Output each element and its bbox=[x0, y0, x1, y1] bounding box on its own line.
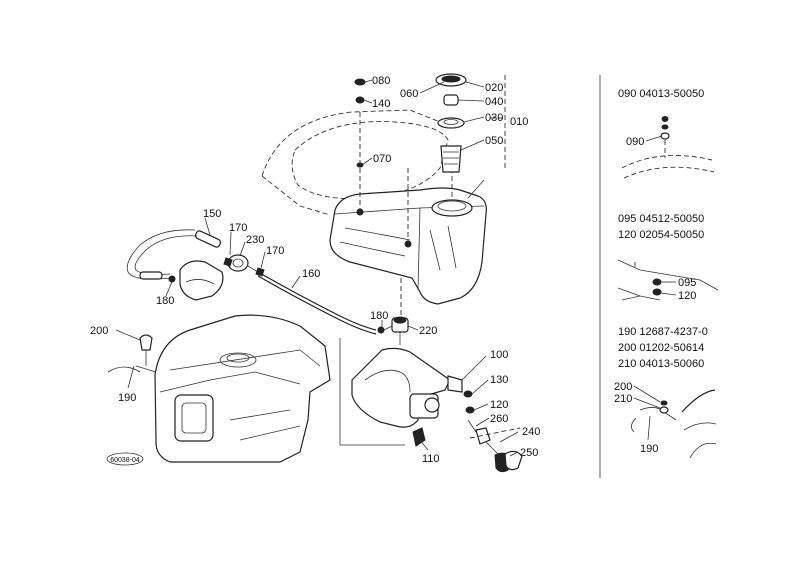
leader-lines bbox=[115, 79, 677, 457]
fuel-line-drawing bbox=[126, 229, 393, 335]
callout-250: 250 bbox=[520, 447, 538, 459]
detail-sketch-095 bbox=[617, 259, 719, 301]
side-line-095: 095 04512-50050 bbox=[618, 213, 704, 225]
side-line-200: 200 01202-50614 bbox=[618, 342, 704, 354]
callout-180-b: 180 bbox=[370, 310, 388, 322]
callout-220: 220 bbox=[419, 325, 437, 337]
callout-labels: 080 140 060 020 040 030 010 050 070 150 … bbox=[90, 75, 540, 465]
callout-020: 020 bbox=[485, 82, 503, 94]
side-line-090: 090 04013-50050 bbox=[618, 88, 704, 100]
side-line-120: 120 02054-50050 bbox=[618, 229, 704, 241]
callout-040: 040 bbox=[485, 96, 503, 108]
callout-010: 010 bbox=[510, 116, 528, 128]
bracket-drawing bbox=[339, 316, 523, 473]
side-callout-095: 095 bbox=[678, 277, 696, 289]
callout-120: 120 bbox=[490, 399, 508, 411]
side-callout-190: 190 bbox=[640, 443, 658, 455]
callout-260: 260 bbox=[490, 413, 508, 425]
callout-170-b: 170 bbox=[266, 245, 284, 257]
callout-200: 200 bbox=[90, 325, 108, 337]
side-parts-list-1: 090 04013-50050 090 bbox=[618, 88, 704, 148]
fuel-tank-drawing bbox=[261, 73, 506, 316]
callout-240: 240 bbox=[522, 426, 540, 438]
side-callout-120: 120 bbox=[678, 290, 696, 302]
callout-160: 160 bbox=[302, 268, 320, 280]
side-parts-list-2: 095 04512-50050 120 02054-50050 095 120 bbox=[618, 213, 704, 302]
side-line-210: 210 04013-50060 bbox=[618, 358, 704, 370]
side-callout-200: 200 bbox=[614, 381, 632, 393]
callout-030: 030 bbox=[485, 112, 503, 124]
detail-sketch-190 bbox=[631, 389, 717, 459]
callout-060: 060 bbox=[400, 88, 418, 100]
side-callout-210: 210 bbox=[614, 393, 632, 405]
callout-170-a: 170 bbox=[229, 222, 247, 234]
side-callout-090: 090 bbox=[626, 136, 644, 148]
drawing-stamp: 60038-04 bbox=[106, 452, 144, 466]
callout-100: 100 bbox=[490, 349, 508, 361]
callout-050: 050 bbox=[485, 135, 503, 147]
callout-190: 190 bbox=[118, 392, 136, 404]
callout-180-a: 180 bbox=[156, 295, 174, 307]
callout-070: 070 bbox=[373, 153, 391, 165]
side-line-190: 190 12687-4237-0 bbox=[618, 326, 708, 338]
engine-drawing bbox=[107, 314, 331, 463]
callout-110: 110 bbox=[422, 453, 440, 465]
stamp-text: 60038-04 bbox=[110, 457, 140, 464]
callout-130: 130 bbox=[490, 374, 508, 386]
side-parts-list-3: 190 12687-4237-0 200 01202-50614 210 040… bbox=[614, 326, 708, 455]
callout-150: 150 bbox=[203, 208, 221, 220]
callout-080: 080 bbox=[372, 75, 390, 87]
callout-230: 230 bbox=[246, 234, 264, 246]
callout-140: 140 bbox=[372, 98, 390, 110]
